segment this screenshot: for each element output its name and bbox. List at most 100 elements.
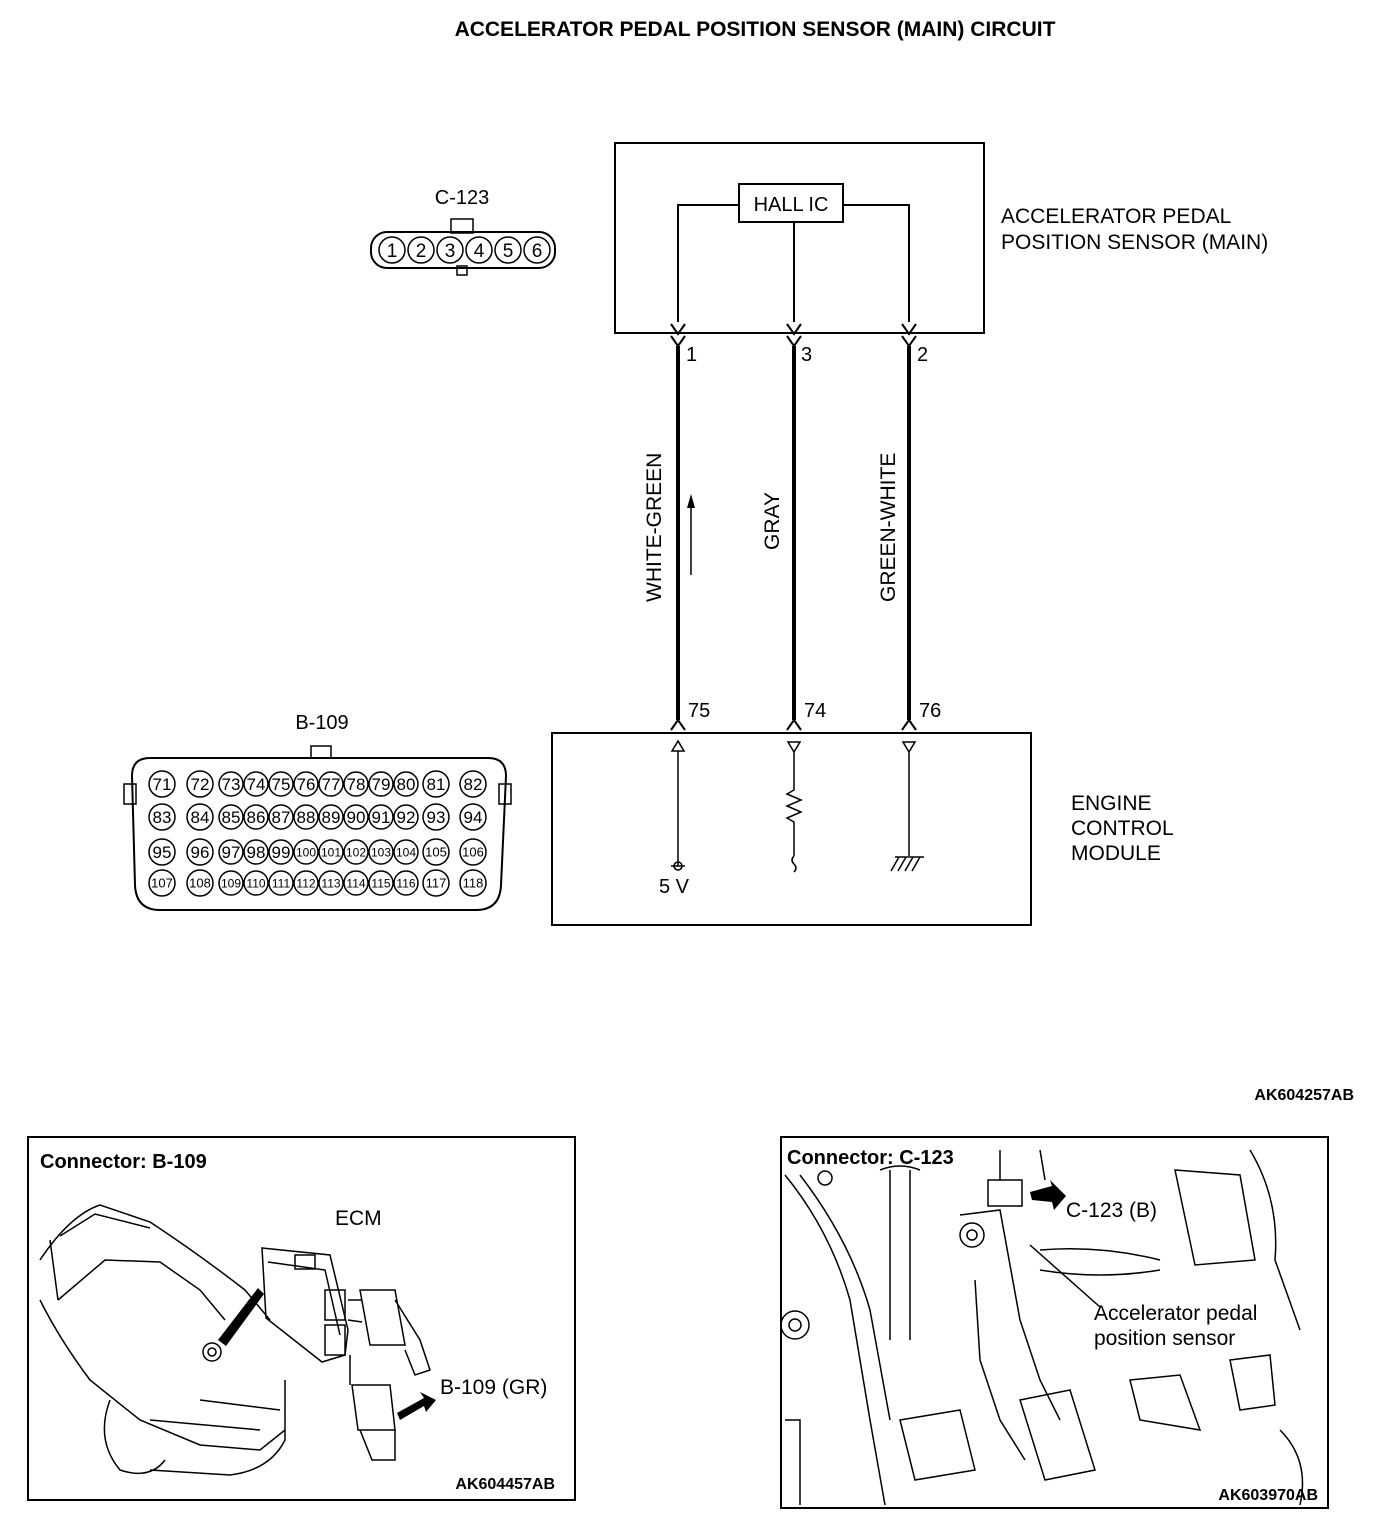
connector-pin-number: 94 (464, 808, 483, 827)
connector-pin (378, 236, 406, 264)
ecm-module-illustration (261, 1247, 431, 1461)
panel-c123-code: AK603970AB (1218, 1487, 1318, 1504)
c123-latch (450, 218, 474, 234)
connector-pin-number: 107 (151, 876, 173, 891)
c123-location-arrow (1030, 1180, 1066, 1210)
connector-pin-number: 79 (372, 775, 391, 794)
connector-pin (218, 771, 244, 797)
panel-b109-location: Connector: B-109 (27, 1136, 576, 1501)
connector-pin (268, 839, 294, 865)
b109-location-arrow (397, 1392, 436, 1420)
connector-pin (218, 804, 244, 830)
connector-pin (318, 870, 344, 896)
connector-pin-number: 78 (347, 775, 366, 794)
connector-pin-number: 114 (346, 876, 365, 890)
connector-pin (465, 236, 493, 264)
sensor-box (614, 142, 985, 334)
ecm-terminal-74 (786, 741, 802, 754)
connector-pin (422, 869, 450, 897)
connector-pin (148, 803, 176, 831)
connector-pin (422, 838, 450, 866)
ecm-name-line1: ENGINE (1071, 792, 1152, 815)
ecm-terminal-76 (901, 741, 917, 754)
connector-pin-number: 71 (153, 775, 172, 794)
connector-pin (268, 870, 294, 896)
panel-b109-ecm-label: ECM (335, 1207, 382, 1230)
ecm-pin-74: 74 (804, 700, 826, 722)
connector-pin (393, 804, 419, 830)
connector-pin (148, 770, 176, 798)
connector-pin-number: 73 (222, 775, 241, 794)
connector-pin (422, 803, 450, 831)
connector-pin (293, 804, 319, 830)
connector-pin (293, 870, 319, 896)
connector-pin-number: 3 (445, 241, 456, 262)
wire-label-gray: GRAY (761, 492, 784, 550)
b109-left-ear (123, 783, 137, 805)
connector-pin (243, 839, 269, 865)
connector-pin (318, 839, 344, 865)
connector-pin-number: 97 (222, 843, 241, 862)
signal-arrow-head (687, 494, 695, 508)
sensor-name-line1: ACCELERATOR PEDAL (1001, 205, 1231, 228)
connector-pin (393, 839, 419, 865)
connector-pin (459, 770, 487, 798)
connector-pin-number: 82 (464, 775, 483, 794)
ecm-terminal-75 (670, 739, 686, 752)
connector-pin-number: 102 (346, 845, 366, 859)
connector-pin (268, 771, 294, 797)
connector-pin-number: 2 (416, 241, 427, 262)
hall-ic-lead-2 (843, 204, 910, 322)
panel-c123-title: Connector: C-123 (787, 1147, 954, 1169)
b109-latch (310, 745, 332, 759)
connector-pin-number: 92 (397, 808, 416, 827)
connector-pin-number: 80 (397, 775, 416, 794)
connector-pin (318, 804, 344, 830)
connector-pin-number: 111 (272, 876, 291, 890)
panel-c123-connector-label: C-123 (B) (1066, 1199, 1157, 1222)
sensor-name-line2: POSITION SENSOR (MAIN) (1001, 231, 1268, 254)
connector-pin (218, 839, 244, 865)
connector-pin (343, 839, 369, 865)
connector-pin-number: 87 (272, 808, 291, 827)
sensor-pin-2: 2 (917, 344, 928, 366)
connector-pin-number: 100 (296, 845, 316, 859)
connector-pin-number: 74 (247, 775, 266, 794)
connector-pin-number: 83 (153, 808, 172, 827)
connector-c123-face (370, 231, 556, 269)
connector-pin (407, 236, 435, 264)
wire-label-green-white: GREEN-WHITE (877, 453, 900, 602)
figure-code-main: AK604257AB (1254, 1087, 1354, 1104)
diagram-title: ACCELERATOR PEDAL POSITION SENSOR (MAIN)… (455, 18, 1056, 41)
connector-pin-number: 86 (247, 808, 266, 827)
connector-pin (422, 770, 450, 798)
connector-pin (243, 870, 269, 896)
ecm-name-line3: MODULE (1071, 842, 1161, 865)
connector-pin (368, 839, 394, 865)
connector-pin-number: 89 (322, 808, 341, 827)
connector-c123-label: C-123 (435, 187, 489, 209)
connector-pin (186, 869, 214, 897)
car-illustration (39, 1204, 286, 1476)
connector-pin-number: 6 (532, 241, 543, 262)
panel-b109-connector-label: B-109 (GR) (440, 1376, 547, 1399)
connector-pin (459, 869, 487, 897)
ecm-voltage-label: 5 V (659, 876, 690, 898)
connector-pin (218, 870, 244, 896)
connector-pin-number: 99 (272, 843, 291, 862)
connector-pin (368, 771, 394, 797)
connector-pin (343, 771, 369, 797)
connector-pin (368, 870, 394, 896)
connector-pin-number: 108 (189, 876, 211, 891)
connector-pin (293, 771, 319, 797)
connector-pin-number: 113 (321, 876, 340, 890)
hall-ic-label: HALL IC (754, 194, 829, 216)
connector-pin-number: 88 (297, 808, 316, 827)
c123-key (456, 265, 468, 276)
connector-pin (436, 236, 464, 264)
connector-pin-number: 106 (462, 845, 484, 860)
connector-pin-number: 115 (371, 876, 390, 890)
connector-pin-number: 85 (222, 808, 241, 827)
